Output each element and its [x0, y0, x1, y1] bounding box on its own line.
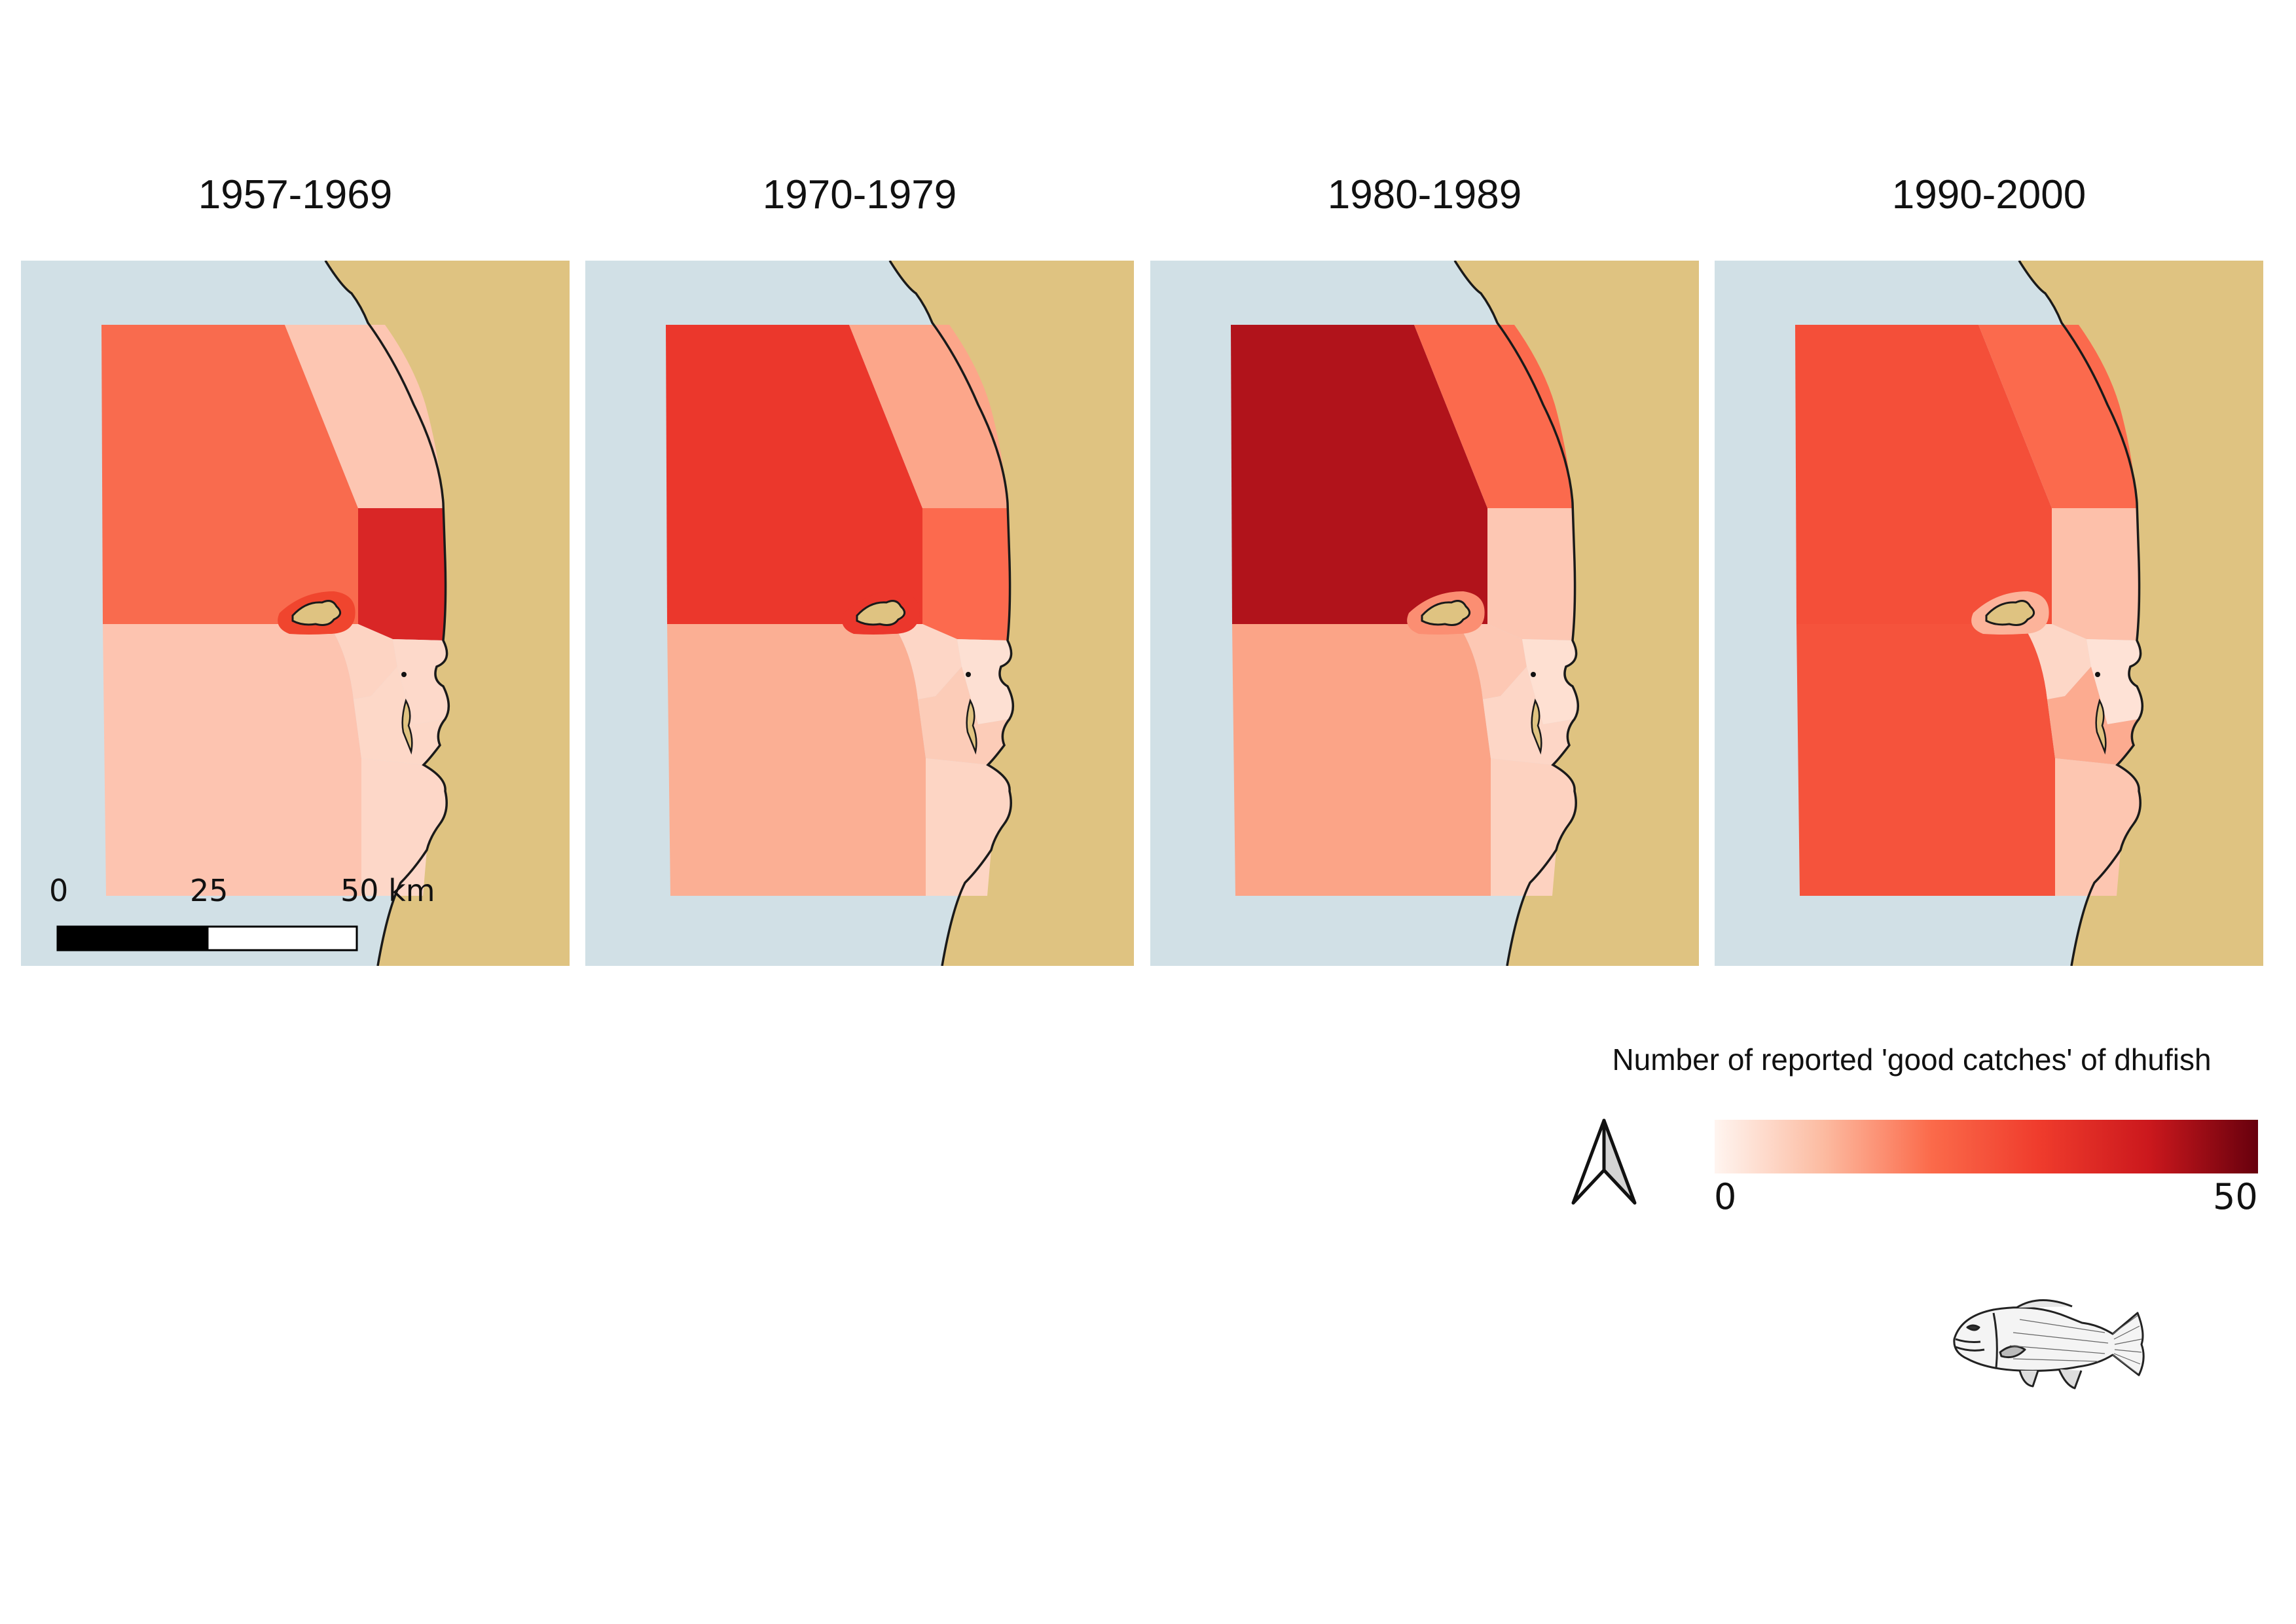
map-panel-3 — [1150, 261, 1699, 966]
legend-color-ramp — [1715, 1120, 2258, 1173]
mainland — [890, 261, 1134, 966]
catch-zone-s-mid — [2022, 624, 2091, 699]
coastline — [1453, 261, 1579, 966]
catch-zone-far-s — [926, 758, 1011, 896]
panel-title-4: 1990-2000 — [1891, 172, 2086, 217]
catch-zone-sw — [1796, 624, 2055, 896]
map-panel-2 — [585, 261, 1134, 966]
catch-zone-e-mid — [1487, 508, 1575, 640]
scalebar-label-0: 0 — [49, 873, 69, 908]
catch-zone-s-coast — [2086, 639, 2143, 724]
map-panel-1 — [21, 261, 570, 966]
island — [1985, 600, 2035, 626]
catch-zone-nw — [101, 325, 358, 624]
catch-zone-s-mid — [1458, 624, 1527, 699]
small-island-dot — [401, 672, 407, 677]
catch-zone-se — [1483, 667, 1575, 765]
island — [856, 600, 906, 626]
catch-zone-ne — [849, 325, 1008, 508]
scalebar-label-25: 25 — [190, 873, 228, 908]
scalebar — [56, 925, 358, 951]
catch-zone-s-coast — [393, 639, 449, 724]
mainland — [325, 261, 570, 966]
scalebar-white-segment — [206, 925, 358, 951]
mainland — [2019, 261, 2263, 966]
small-island-dot — [966, 672, 971, 677]
legend-max-label: 50 — [2213, 1176, 2258, 1217]
catch-zone-se — [354, 667, 445, 765]
legend-title: Number of reported 'good catches' of dhu… — [1612, 1043, 2212, 1077]
panel-title-2: 1970-1979 — [762, 172, 957, 217]
catch-zone-nw — [1231, 325, 1487, 624]
panel-title-3: 1980-1989 — [1327, 172, 1522, 217]
small-island-dot — [1531, 672, 1536, 677]
catch-zone-se — [918, 667, 1010, 765]
catch-zone-s-mid — [893, 624, 962, 699]
scalebar-black-segment — [56, 925, 209, 951]
coastline — [324, 261, 450, 966]
catch-zone-nw — [666, 325, 922, 624]
catch-zone-ne — [1978, 325, 2137, 508]
map-panel-4 — [1715, 261, 2263, 966]
catch-zone-e-mid — [922, 508, 1010, 640]
legend-min-label: 0 — [1714, 1176, 1737, 1217]
catch-zone-sw — [103, 624, 361, 896]
catch-zone-se — [2047, 667, 2139, 765]
catch-zone-sw — [1232, 624, 1491, 896]
estuary-lagoon — [401, 698, 413, 755]
island — [291, 600, 342, 626]
catch-zone-e-mid — [2052, 508, 2140, 640]
estuary-lagoon — [1531, 698, 1542, 755]
coastline — [888, 261, 1014, 966]
catch-zone-ne — [285, 325, 443, 508]
catch-zone-ne — [1414, 325, 1573, 508]
estuary-lagoon — [966, 698, 977, 755]
catch-zone-s-mid — [329, 624, 397, 699]
dhufish-icon — [1953, 1299, 2145, 1390]
catch-zone-far-s — [2055, 758, 2141, 896]
catch-zone-far-s — [361, 758, 447, 896]
catch-zone-far-s — [1491, 758, 1576, 896]
small-island-dot — [2095, 672, 2100, 677]
catch-zone-nw — [1795, 325, 2052, 624]
catch-zone-sw — [667, 624, 926, 896]
coastline — [2018, 261, 2143, 966]
catch-zone-s-coast — [957, 639, 1013, 724]
panel-title-1: 1957-1969 — [198, 172, 393, 217]
scalebar-label-50: 50 km — [340, 873, 435, 908]
catch-zone-e-mid — [358, 508, 446, 640]
north-arrow-icon — [1571, 1118, 1637, 1205]
island — [1421, 600, 1471, 626]
estuary-lagoon — [2095, 698, 2107, 755]
catch-zone-s-coast — [1522, 639, 1578, 724]
mainland — [1455, 261, 1699, 966]
